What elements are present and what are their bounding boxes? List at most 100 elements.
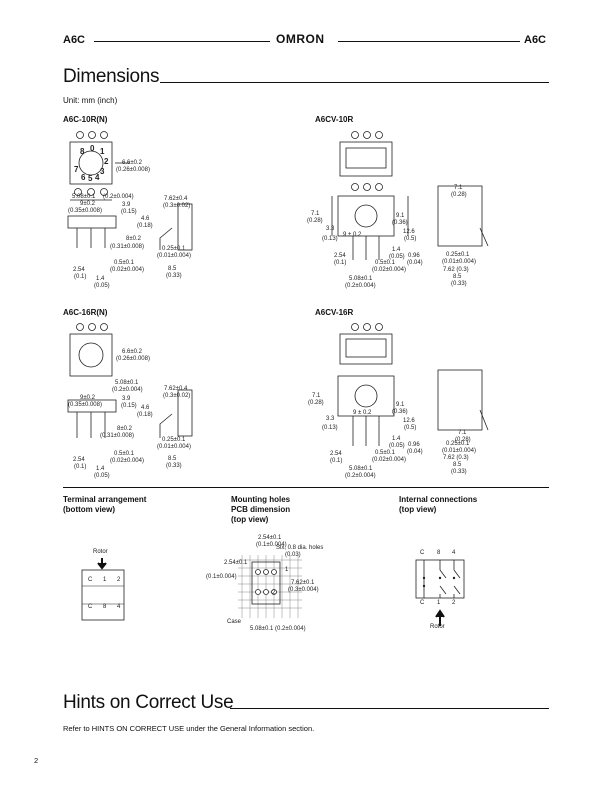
a6c16-dim-0.35: (0.35±0.008) [68, 402, 102, 408]
a6c10-dim-1.4: 1.4 [96, 276, 105, 282]
a6cv16-dim-3.3: 3.3 [326, 416, 335, 422]
a6cv16-dim-0.96: 0.96 [408, 442, 420, 448]
terminal-diagram [81, 558, 125, 621]
mounting-hole-label-1: 1 [285, 567, 289, 573]
hints-text: Refer to HINTS ON CORRECT USE under the … [63, 724, 315, 733]
a6c10-dim-8.5: 8.5 [168, 266, 177, 272]
terminal-pin-c-bottom: C [88, 604, 93, 610]
terminal-pin-8: 8 [103, 604, 107, 610]
a6cv16-dim-0.28-top: (0.28) [455, 437, 471, 443]
a6c10-dim-0.5: 0.5±0.1 [114, 260, 134, 266]
header-left-model: A6C [63, 34, 86, 46]
a6c16-dim-0.2: (0.2±0.004) [112, 387, 143, 393]
a6c10-dial-7: 7 [74, 165, 79, 174]
a6cv10-dim-0.1: (0.1) [334, 260, 347, 266]
a6cv10-dim-0.01: (0.01±0.004) [442, 259, 476, 265]
a6cv10-dim-0.04: (0.04) [407, 260, 423, 266]
a6cv10-dim-5.08: 5.08±0.1 [349, 276, 373, 282]
mounting-dim-7.62: 7.62±0.1 [291, 580, 315, 586]
a6cv10-dim-0.13: (0.13) [322, 236, 338, 242]
a6c10-dial-5: 5 [88, 174, 93, 183]
a6cv10-dim-0.02: (0.02±0.004) [372, 267, 406, 273]
a6c16-dim-0.33: (0.33) [166, 463, 182, 469]
a6cv16-dim-0.5: (0.5) [404, 425, 417, 431]
model-label-a6cv-10r: A6CV-10R [315, 115, 354, 124]
a6cv10-dim-0.05: (0.05) [389, 254, 405, 260]
a6cv16-dim-5.08: 5.08±0.1 [349, 466, 373, 472]
a6c16-dim-0.5: 0.5±0.1 [114, 451, 134, 457]
a6c10-dim-4.6: 4.6 [141, 216, 150, 222]
mounting-title: Mounting holes [231, 495, 291, 504]
mounting-dim-2.54-left: 2.54±0.1 [224, 560, 248, 566]
mounting-dim-holes: Six, 0.8 dia. holes [276, 545, 324, 551]
dimensions-title: Dimensions [63, 66, 160, 87]
internal-pin-8: 8 [437, 550, 441, 556]
a6cv10-dim-12.6: 12.6 [403, 229, 415, 235]
a6c10-dial-6: 6 [81, 173, 86, 182]
a6c16-dim-0.31: (0.31±0.008) [100, 433, 134, 439]
a6cv10-dim-9: 9 ± 0.2 [343, 232, 362, 238]
a6c10-dial-8: 8 [80, 147, 85, 156]
a6c16-dim-0.1: (0.1) [74, 464, 87, 470]
a6cv10-dim-0.5: (0.5) [404, 236, 417, 242]
a6cv16-dim-7.1-top: 7.1 [458, 430, 467, 436]
a6c10-dim-0.33: (0.33) [166, 273, 182, 279]
a6c16-dim-0.3: (0.3±0.02) [163, 393, 191, 399]
terminal-pin-c-top: C [88, 577, 93, 583]
a6cv10-dim-0.96: 0.96 [408, 253, 420, 259]
a6c16-dim-7.62: 7.62±0.4 [164, 386, 188, 392]
a6c10-dial-0: 0 [90, 144, 95, 153]
a6cv16-dim-0.01: (0.01±0.004) [442, 448, 476, 454]
a6c16-dim-3.9: 3.9 [122, 396, 131, 402]
a6c10-dim-0.35: (0.35±0.008) [68, 208, 102, 214]
internal-pin-4: 4 [452, 550, 456, 556]
a6cv16-dim-0.33: (0.33) [451, 469, 467, 475]
model-label-a6c-16r: A6C-16R(N) [63, 308, 108, 317]
a6c16-dim-1.4: 1.4 [96, 466, 105, 472]
a6c16-dim-9: 9±0.2 [80, 395, 95, 401]
a6cv16-dim-0.02: (0.02±0.004) [372, 457, 406, 463]
a6c16-dim-6.6: 6.6±0.2 [122, 349, 142, 355]
a6c16-dim-0.15: (0.15) [121, 403, 137, 409]
mounting-subtitle: PCB dimension [231, 505, 291, 514]
a6cv10-dim-9.1: 9.1 [396, 213, 405, 219]
a6cv10-dim-7.1: 7.1 [311, 211, 320, 217]
a6cv16-dim-0.5: 0.5±0.1 [375, 450, 395, 456]
a6cv16-dim-0.2: (0.2±0.004) [345, 473, 376, 479]
model-label-a6cv-16r: A6CV-16R [315, 308, 354, 317]
a6cv10-dim-0.28: (0.28) [307, 218, 323, 224]
terminal-rotor-label: Rotor [93, 549, 108, 555]
internal-rotor-label: Rotor [430, 624, 445, 630]
mounting-holes-diagram [238, 555, 302, 618]
a6cv16-dim-8.5: 8.5 [453, 462, 462, 468]
a6cv10-dim-0.33: (0.33) [451, 281, 467, 287]
a6c10-dim-5.08: 5.08±0.1 [72, 194, 96, 200]
internal-pin-2: 2 [452, 600, 456, 606]
a6cv10-dim-0.2: (0.2±0.004) [345, 283, 376, 289]
terminal-pin-4: 4 [117, 604, 121, 610]
dimensions-title-rule [160, 82, 549, 83]
a6c16-dim-0.26: (0.26±0.008) [116, 356, 150, 362]
a6cv16-dim-0.25: 0.25±0.1 [446, 441, 470, 447]
terminal-pin-2: 2 [117, 577, 121, 583]
a6cv16-dim-0.13: (0.13) [322, 425, 338, 431]
a6c16-dim-2.54: 2.54 [73, 457, 85, 463]
internal-title: Internal connections [399, 495, 478, 504]
a6c10-dim-0.26: (0.26±0.008) [116, 167, 150, 173]
a6cv16-dim-0.28: (0.28) [308, 400, 324, 406]
a6c10-dim-0.15: (0.15) [121, 209, 137, 215]
mounting-case-label: Case [227, 619, 242, 625]
a6c10-dial-2: 2 [104, 157, 109, 166]
a6cv16-dim-12.6: 12.6 [403, 418, 415, 424]
a6c16-dim-8.5: 8.5 [168, 456, 177, 462]
terminal-pin-1: 1 [103, 577, 107, 583]
a6c16-dim-8: 8±0.2 [117, 426, 132, 432]
a6cv16-dim-7.1: 7.1 [312, 393, 321, 399]
mounting-view: (top view) [231, 515, 269, 524]
a6cv10-dim-0.28-top: (0.28) [451, 192, 467, 198]
a6c16-dim-0.25: 0.25±0.1 [162, 437, 186, 443]
omron-logo: OMRON [276, 32, 325, 46]
a6c16-dim-0.18: (0.18) [137, 412, 153, 418]
a6c16-dim-5.08: 5.08±0.1 [115, 380, 139, 386]
a6c10-dim-0.2: (0.2±0.004) [103, 194, 134, 200]
